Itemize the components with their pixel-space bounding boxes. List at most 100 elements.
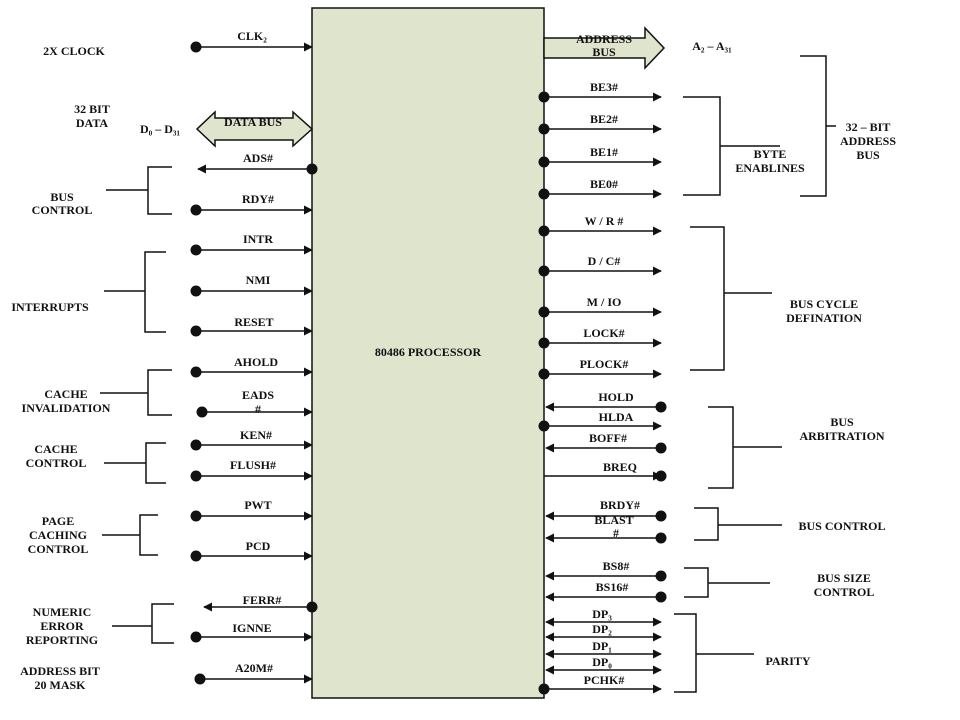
group-bus-control-2: CONTROL xyxy=(32,203,93,217)
byte-enable-bracket xyxy=(683,96,780,196)
group-a20-mask-1: ADDRESS BIT xyxy=(20,664,100,678)
processor-box xyxy=(311,7,545,699)
group-bus-control-1: BUS xyxy=(50,190,74,204)
group-numeric-error-2: ERROR xyxy=(40,619,84,633)
wr-label: W / R # xyxy=(585,214,624,228)
a20m-dot xyxy=(194,673,206,685)
nmi-dot xyxy=(190,285,202,297)
flush-dot xyxy=(190,470,202,482)
be0-dot xyxy=(538,188,550,200)
group-bus-size-1: BUS SIZE xyxy=(817,571,871,585)
lock-label: LOCK# xyxy=(583,326,624,340)
ferr-label: FERR# xyxy=(243,593,282,607)
reset-label: RESET xyxy=(234,315,273,329)
breq-label: BREQ xyxy=(603,460,637,474)
group-bus-arbitration-1: BUS xyxy=(830,415,854,429)
hold-label: HOLD xyxy=(598,390,634,404)
pwt-dot xyxy=(190,510,202,522)
dp1-label: DP₁ xyxy=(592,639,612,653)
pcd-dot xyxy=(190,550,202,562)
group-page-caching-1: PAGE xyxy=(42,514,74,528)
bus-size-bracket xyxy=(684,567,770,598)
bus-control-right-bracket xyxy=(694,507,782,541)
group-interrupts: INTERRUPTS xyxy=(11,300,89,314)
group-bus-arbitration-2: ARBITRATION xyxy=(799,429,884,443)
group-bus-control-right: BUS CONTROL xyxy=(798,519,885,533)
pchk-dot xyxy=(538,683,550,695)
group-32bit-address-2: ADDRESS xyxy=(840,134,896,148)
interrupts-bracket xyxy=(104,251,166,333)
lock-dot xyxy=(538,337,550,349)
intr-dot xyxy=(190,244,202,256)
bus-control-bracket xyxy=(106,166,172,215)
mio-label: M / IO xyxy=(587,295,622,309)
bs16-dot xyxy=(655,591,667,603)
ferr-dot xyxy=(306,601,318,613)
be1-label: BE1# xyxy=(590,145,618,159)
flush-label: FLUSH# xyxy=(230,458,276,472)
group-parity: PARITY xyxy=(765,654,810,668)
group-2x-clock: 2X CLOCK xyxy=(43,44,105,58)
bus-cycle-bracket xyxy=(690,226,772,371)
group-cache-control-1: CACHE xyxy=(34,442,77,456)
ignne-label: IGNNE xyxy=(232,621,271,635)
wr-dot xyxy=(538,225,550,237)
mio-dot xyxy=(538,306,550,318)
be2-label: BE2# xyxy=(590,112,618,126)
bs8-dot xyxy=(655,570,667,582)
blast-label-hash: # xyxy=(613,526,619,540)
blast-label: BLAST xyxy=(594,513,633,527)
page-caching-bracket xyxy=(102,514,158,556)
hlda-dot xyxy=(538,420,550,432)
address-bus-label-2: BUS xyxy=(592,45,616,59)
clk-dot xyxy=(190,41,202,53)
dc-dot xyxy=(538,265,550,277)
bs8-label: BS8# xyxy=(603,559,630,573)
group-cache-invalidation-2: INVALIDATION xyxy=(22,401,111,415)
be3-dot xyxy=(538,91,550,103)
pchk-label: PCHK# xyxy=(584,673,625,687)
nmi-label: NMI xyxy=(246,273,271,287)
group-bus-cycle-1: BUS CYCLE xyxy=(790,297,858,311)
clk-label: CLK₂ xyxy=(237,29,267,43)
group-32bit-data-2: DATA xyxy=(76,116,109,130)
blast-dot xyxy=(655,532,667,544)
data-bus-label: DATA BUS xyxy=(224,115,282,129)
eads-label-hash: # xyxy=(255,402,261,416)
rdy-label: RDY# xyxy=(242,192,274,206)
group-a20-mask-2: 20 MASK xyxy=(35,678,87,692)
be2-dot xyxy=(538,123,550,135)
address-lines-label: A₂ – A₃₁ xyxy=(692,39,732,53)
reset-dot xyxy=(190,325,202,337)
hold-dot xyxy=(655,401,667,413)
bs16-label: BS16# xyxy=(596,580,629,594)
group-32bit-data-1: 32 BIT xyxy=(74,102,110,116)
group-bus-cycle-2: DEFINATION xyxy=(786,311,862,325)
group-bus-size-2: CONTROL xyxy=(814,585,875,599)
ignne-dot xyxy=(190,631,202,643)
dp0-label: DP₀ xyxy=(592,655,612,669)
hlda-label: HLDA xyxy=(599,410,634,424)
group-32bit-address-3: BUS xyxy=(856,148,880,162)
group-page-caching-2: CACHING xyxy=(29,528,87,542)
cache-control-bracket xyxy=(104,442,166,484)
parity-bracket xyxy=(674,613,754,693)
group-32bit-address-1: 32 – BIT xyxy=(846,120,891,134)
address-bus-arrow xyxy=(543,26,666,70)
group-byte-enables-1: BYTE xyxy=(754,147,787,161)
eads-dot xyxy=(196,406,208,418)
boff-dot xyxy=(655,442,667,454)
pcd-label: PCD xyxy=(246,539,271,553)
ads-dot xyxy=(306,163,318,175)
cache-invalidation-bracket xyxy=(100,369,172,416)
rdy-dot xyxy=(190,204,202,216)
eads-label: EADS xyxy=(242,388,274,402)
pwt-label: PWT xyxy=(244,498,271,512)
brdy-dot xyxy=(655,510,667,522)
be1-dot xyxy=(538,156,550,168)
plock-dot xyxy=(538,368,550,380)
group-numeric-error-3: REPORTING xyxy=(26,633,98,647)
address-bus-label-1: ADDRESS xyxy=(576,32,632,46)
ads-label: ADS# xyxy=(243,151,273,165)
